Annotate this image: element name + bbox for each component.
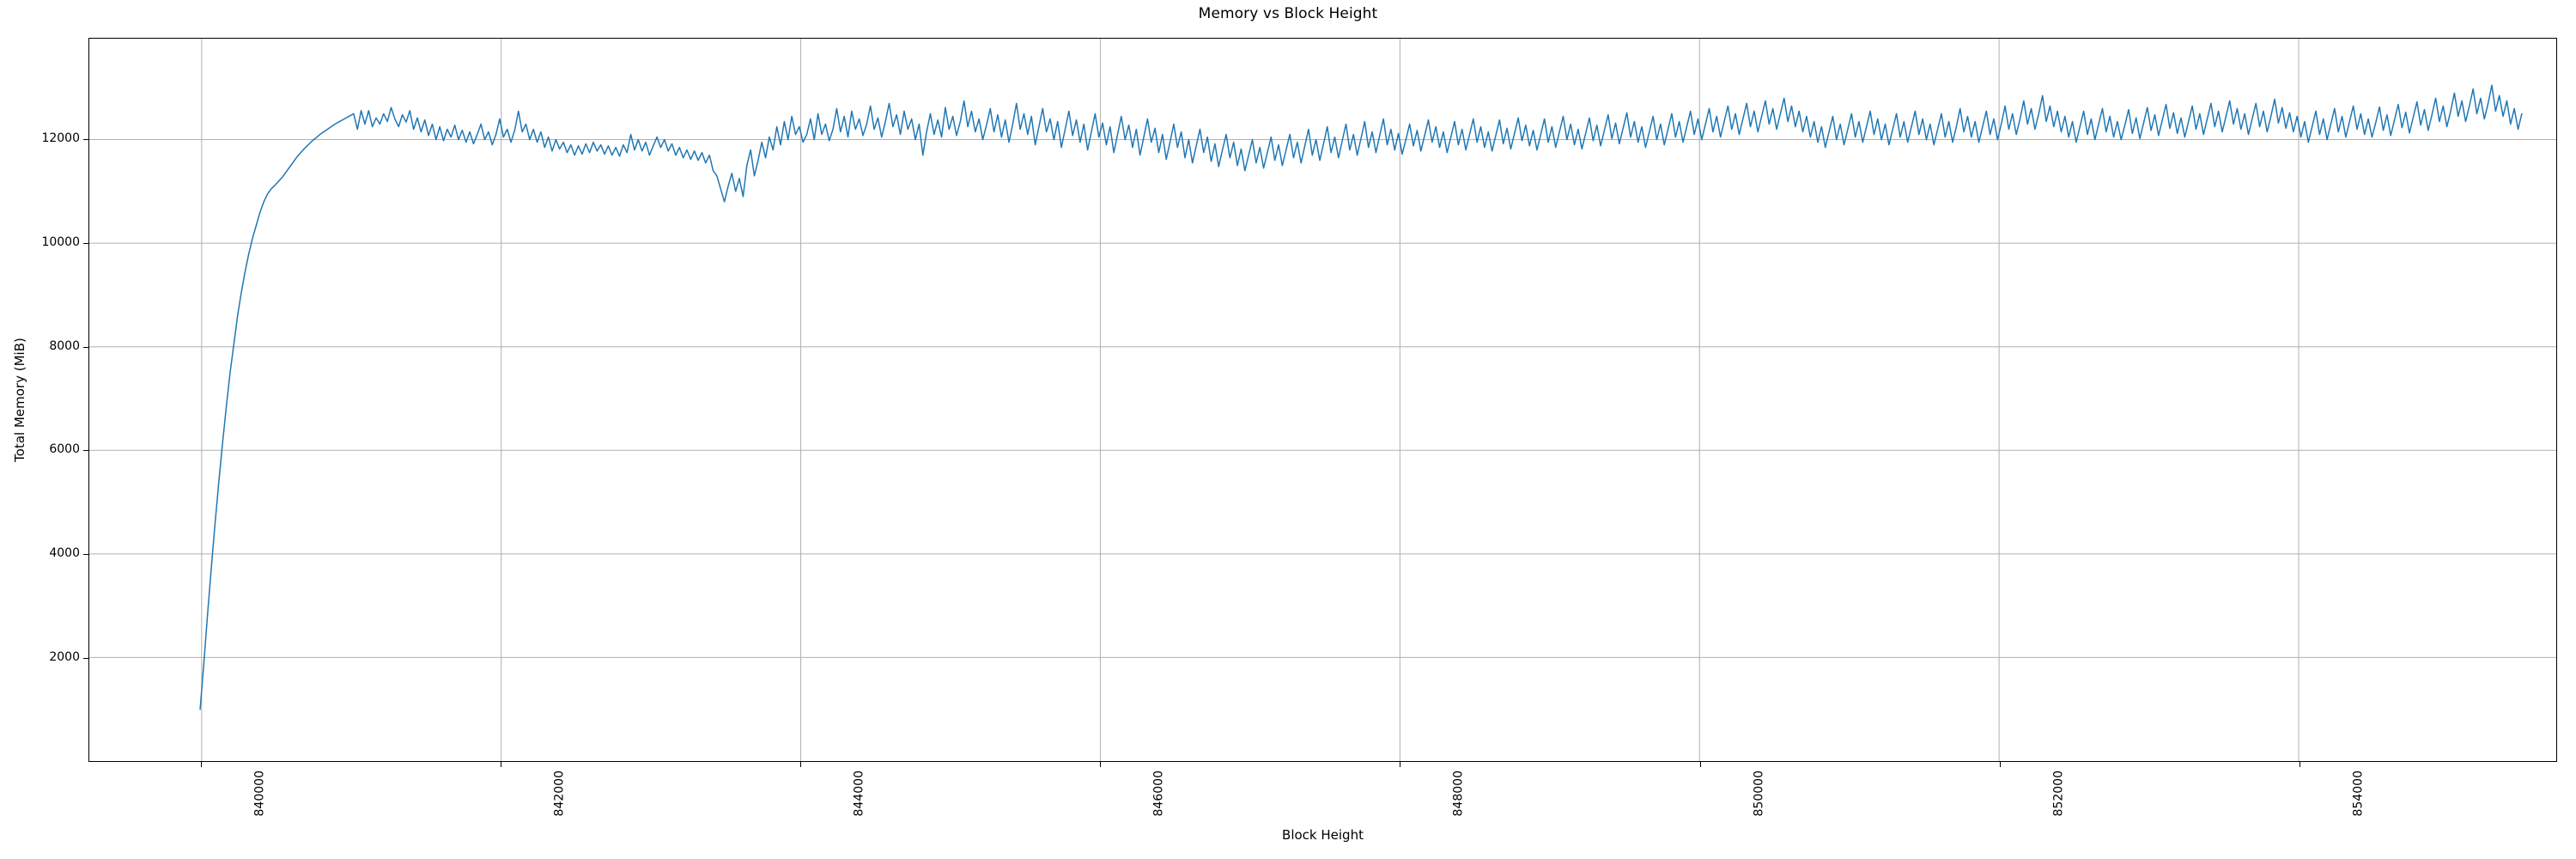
x-tick-label: 846000 — [1151, 771, 1166, 817]
y-tick-label: 6000 — [49, 442, 80, 457]
x-tick-label: 842000 — [552, 771, 567, 817]
series-line-layer — [199, 84, 2523, 710]
x-tick-label: 852000 — [2051, 771, 2066, 817]
y-axis-label: Total Memory (MiB) — [12, 338, 27, 462]
y-tick-label: 4000 — [49, 546, 80, 561]
grid-layer — [89, 39, 2556, 761]
y-tick-mark — [83, 658, 88, 660]
y-tick-mark — [83, 138, 88, 140]
y-tick-label: 8000 — [49, 338, 80, 353]
y-tick-mark — [83, 450, 88, 452]
y-tick-mark — [83, 242, 88, 244]
x-tick-label: 840000 — [252, 771, 267, 817]
y-tick-mark — [83, 554, 88, 556]
chart-title: Memory vs Block Height — [1198, 5, 1378, 22]
x-tick-mark — [1100, 762, 1102, 767]
x-tick-mark — [1999, 762, 2001, 767]
y-tick-label: 2000 — [49, 650, 80, 665]
x-tick-mark — [200, 762, 202, 767]
x-tick-label: 850000 — [1751, 771, 1765, 817]
x-axis-label: Block Height — [1282, 827, 1364, 843]
x-tick-label: 854000 — [2351, 771, 2366, 817]
plot-area — [88, 38, 2557, 762]
x-tick-label: 848000 — [1451, 771, 1466, 817]
x-tick-label: 844000 — [852, 771, 866, 817]
y-tick-mark — [83, 346, 88, 348]
x-tick-mark — [800, 762, 802, 767]
y-tick-label: 10000 — [41, 235, 80, 249]
y-tick-label: 12000 — [41, 131, 80, 145]
x-tick-mark — [1699, 762, 1701, 767]
